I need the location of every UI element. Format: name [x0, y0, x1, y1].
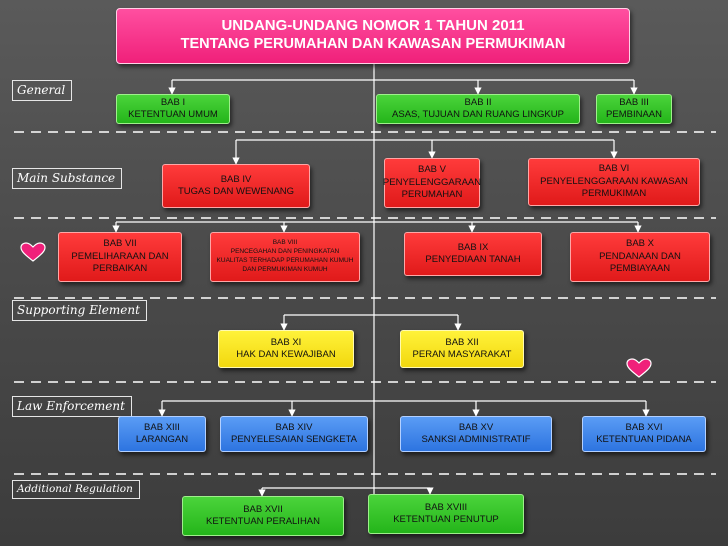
- bab-number: BAB I: [160, 96, 186, 108]
- bab-title: PEMELIHARAAN DAN PERBAIKAN: [71, 250, 169, 275]
- bab-title: KETENTUAN UMUM: [128, 109, 218, 120]
- chart-title: UNDANG-UNDANG NOMOR 1 TAHUN 2011 TENTANG…: [116, 8, 630, 64]
- box-bab-17: BAB XVII KETENTUAN PERALIHAN: [182, 496, 344, 536]
- section-supporting-element: Supporting Element: [12, 300, 147, 321]
- box-bab-9: BAB IX PENYEDIAAN TANAH: [404, 232, 542, 276]
- bab-title: LARANGAN: [135, 434, 189, 445]
- bab-number: BAB XVIII: [424, 501, 468, 513]
- bab-title: KETENTUAN PERALIHAN: [205, 516, 321, 527]
- bab-number: BAB XIV: [275, 421, 313, 433]
- box-bab-10: BAB X PENDANAAN DAN PEMBIAYAAN: [570, 232, 710, 282]
- bab-number: BAB XI: [270, 336, 302, 348]
- box-bab-11: BAB XI HAK DAN KEWAJIBAN: [218, 330, 354, 368]
- box-bab-12: BAB XII PERAN MASYARAKAT: [400, 330, 524, 368]
- box-bab-2: BAB II ASAS, TUJUAN DAN RUANG LINGKUP: [376, 94, 580, 124]
- bab-title: TUGAS DAN WEWENANG: [177, 186, 295, 197]
- title-line-2: TENTANG PERUMAHAN DAN KAWASAN PERMUKIMAN: [180, 36, 566, 52]
- bab-number: BAB VIII: [272, 239, 298, 247]
- bab-title: PENYELENGGARAAN KAWASAN PERMUKIMAN: [540, 175, 688, 200]
- box-bab-7: BAB VII PEMELIHARAAN DAN PERBAIKAN: [58, 232, 182, 282]
- box-bab-3: BAB III PEMBINAAN: [596, 94, 672, 124]
- box-bab-4: BAB IV TUGAS DAN WEWENANG: [162, 164, 310, 208]
- bab-title: KETENTUAN PIDANA: [596, 434, 692, 445]
- title-line-1: UNDANG-UNDANG NOMOR 1 TAHUN 2011: [221, 17, 525, 34]
- box-bab-5: BAB V PENYELENGGARAAN PERUMAHAN: [382, 158, 482, 208]
- box-bab-13: BAB XIII LARANGAN: [118, 416, 206, 452]
- heart-icon: [20, 242, 46, 262]
- section-additional-regulation: Additional Regulation: [12, 480, 140, 499]
- bab-number: BAB V: [418, 164, 446, 176]
- section-main-substance: Main Substance: [12, 168, 123, 189]
- bab-title: PENYELENGGARAAN PERUMAHAN: [382, 176, 482, 201]
- heart-icon: [626, 358, 652, 378]
- bab-number: BAB VII: [103, 238, 137, 250]
- box-bab-18: BAB XVIII KETENTUAN PENUTUP: [368, 494, 524, 534]
- bab-number: BAB XV: [458, 421, 494, 433]
- bab-title: HAK DAN KEWAJIBAN: [236, 349, 336, 360]
- box-bab-14: BAB XIV PENYELESAIAN SENGKETA: [220, 416, 368, 452]
- box-bab-16: BAB XVI KETENTUAN PIDANA: [582, 416, 706, 452]
- section-general: General: [12, 80, 73, 101]
- bab-title: KETENTUAN PENUTUP: [393, 514, 499, 525]
- bab-title: PEMBINAAN: [606, 109, 662, 120]
- bab-number: BAB III: [619, 96, 649, 108]
- bab-title: PENDANAAN DAN PEMBIAYAAN: [599, 250, 681, 275]
- bab-number: BAB XIII: [144, 421, 180, 433]
- section-law-enforcement: Law Enforcement: [12, 396, 132, 417]
- bab-title: SANKSI ADMINISTRATIF: [421, 434, 531, 445]
- box-bab-15: BAB XV SANKSI ADMINISTRATIF: [400, 416, 552, 452]
- box-bab-6: BAB VI PENYELENGGARAAN KAWASAN PERMUKIMA…: [528, 158, 700, 206]
- bab-title: PENYEDIAAN TANAH: [425, 254, 521, 265]
- box-bab-1: BAB I KETENTUAN UMUM: [116, 94, 230, 124]
- bab-number: BAB IV: [220, 173, 252, 185]
- bab-number: BAB X: [626, 238, 654, 250]
- bab-number: BAB IX: [457, 241, 489, 253]
- bab-title: PENCEGAHAN DAN PENINGKATAN KUALITAS TERH…: [216, 248, 354, 273]
- bab-number: BAB II: [464, 96, 492, 108]
- bab-number: BAB XVII: [243, 503, 283, 515]
- bab-title: PENYELESAIAN SENGKETA: [230, 434, 357, 445]
- bab-number: BAB XII: [445, 336, 479, 348]
- bab-number: BAB XVI: [625, 421, 663, 433]
- box-bab-8: BAB VIII PENCEGAHAN DAN PENINGKATAN KUAL…: [210, 232, 360, 282]
- bab-title: ASAS, TUJUAN DAN RUANG LINGKUP: [392, 109, 564, 120]
- bab-title: PERAN MASYARAKAT: [412, 349, 512, 360]
- bab-number: BAB VI: [598, 163, 630, 175]
